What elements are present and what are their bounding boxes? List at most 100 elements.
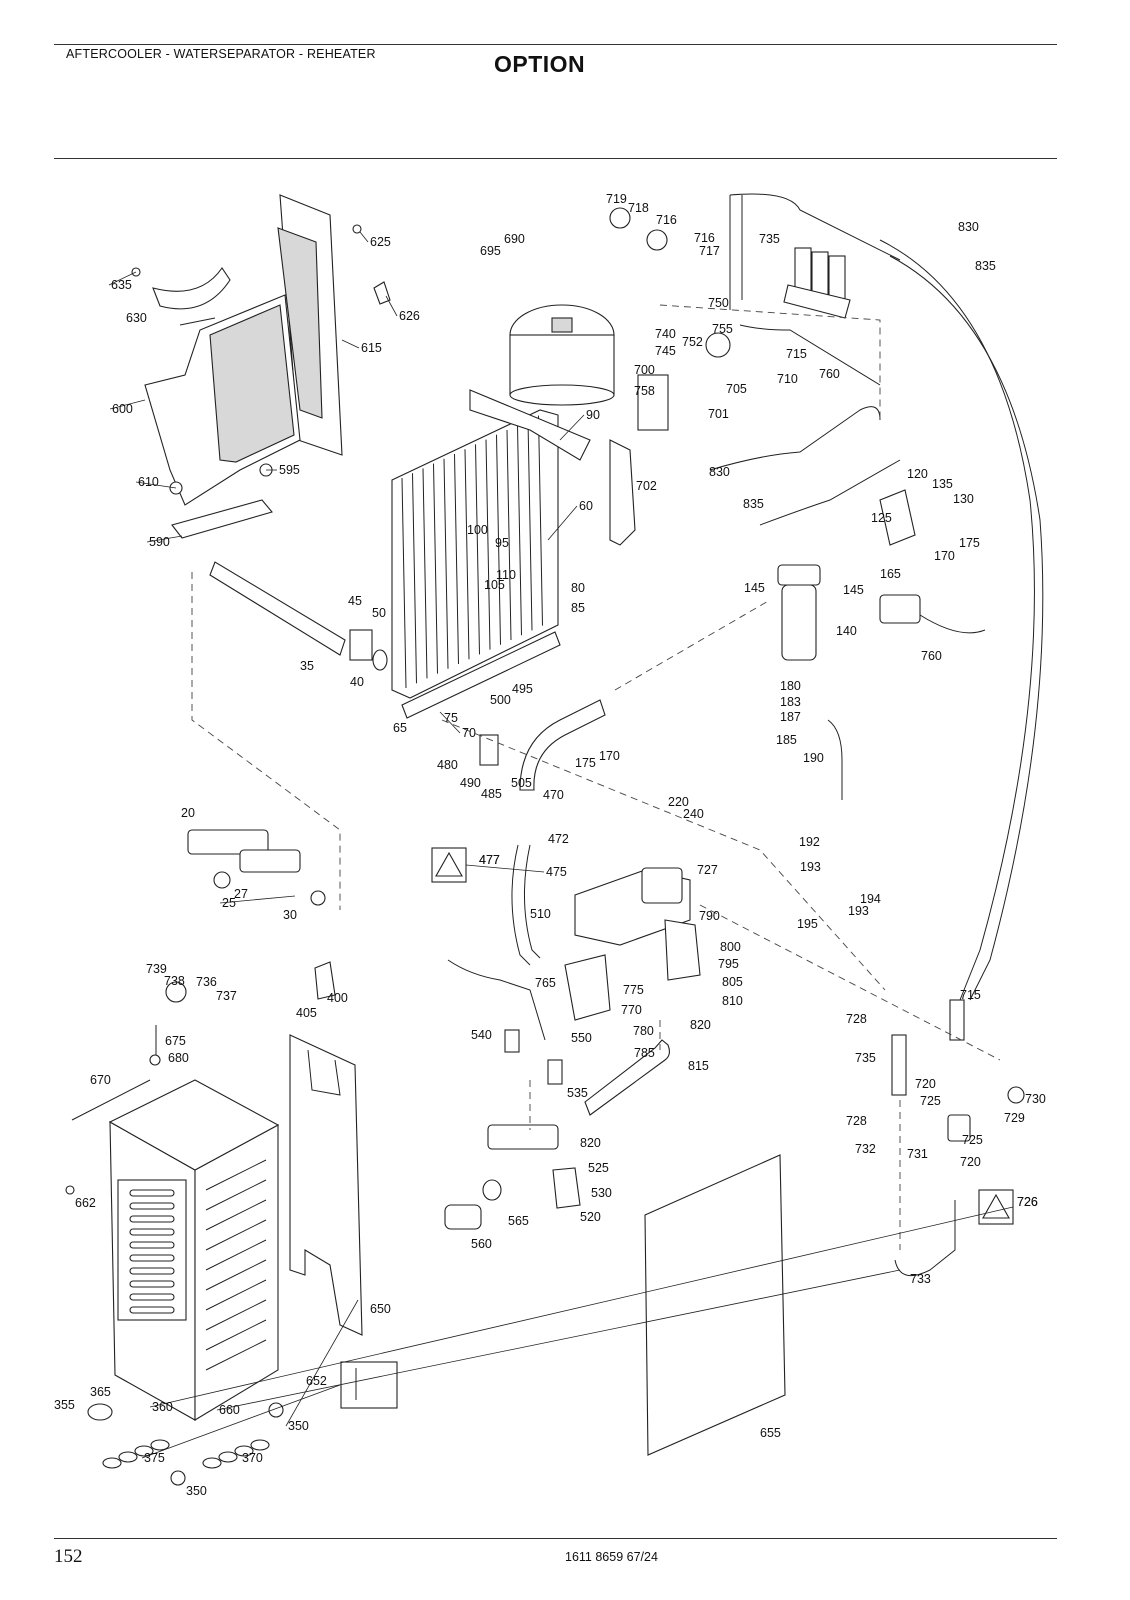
callout-label: 194 <box>860 892 881 906</box>
bracket-765 <box>564 954 611 1021</box>
callout-label: 729 <box>1004 1111 1025 1125</box>
callout-label: 405 <box>296 1006 317 1020</box>
callout-label: 835 <box>743 497 764 511</box>
callout-label: 350 <box>288 1419 309 1433</box>
filter-housing-140 <box>777 564 821 661</box>
callout-label: 815 <box>688 1059 709 1073</box>
callout-leader <box>219 895 296 904</box>
pipe-733 <box>894 1200 956 1277</box>
callout-label: 670 <box>90 1073 111 1087</box>
shackle-350b <box>268 1402 284 1418</box>
callout-label: 760 <box>819 367 840 381</box>
callout-label: 835 <box>975 259 996 273</box>
callout-label: 726 <box>1017 1195 1038 1209</box>
callout-label: 60 <box>579 499 593 513</box>
callout-label: 30 <box>283 908 297 922</box>
callout-leader <box>285 1299 359 1427</box>
flange-755 <box>705 332 731 358</box>
callout-label: 175 <box>575 756 596 770</box>
callout-label: 193 <box>800 860 821 874</box>
callout-label: 565 <box>508 1214 529 1228</box>
page-number: 152 <box>54 1546 83 1567</box>
callout-label: 477 <box>479 853 500 867</box>
callout-label: 190 <box>803 751 824 765</box>
callout-label: 680 <box>168 1051 189 1065</box>
callout-label: 719 <box>606 192 627 206</box>
pipe-35 <box>209 561 346 656</box>
callout-label: 75 <box>444 711 458 725</box>
assembly-line-drain <box>529 1020 661 1130</box>
callout-label: 110 <box>496 568 516 582</box>
callout-label: 505 <box>511 776 532 790</box>
pipe-715-lower <box>949 999 965 1041</box>
flange-35 <box>349 629 373 661</box>
callout-label: 737 <box>216 989 237 1003</box>
enclosure-660 <box>108 1079 280 1421</box>
callout-leader <box>146 535 183 543</box>
callout-leader <box>141 1384 341 1459</box>
callout-label: 477 <box>479 853 500 867</box>
callout-label: 400 <box>327 991 348 1005</box>
callout-label: 630 <box>126 311 147 325</box>
callout-label: 755 <box>712 322 733 336</box>
callout-label: 45 <box>348 594 362 608</box>
callout-label: 370 <box>242 1451 263 1465</box>
callout-label: 735 <box>855 1051 876 1065</box>
callout-leader <box>135 481 177 489</box>
bracket-400 <box>314 961 336 1000</box>
callout-label: 145 <box>843 583 864 597</box>
callout-label: 560 <box>471 1237 492 1251</box>
clamp-736 <box>165 981 187 1003</box>
hose-830 <box>879 239 1035 1001</box>
callout-label: 70 <box>462 726 476 740</box>
callout-label: 730 <box>1025 1092 1046 1106</box>
callout-label: 165 <box>880 567 901 581</box>
callout-label: 715 <box>786 347 807 361</box>
callout-leader <box>341 339 360 349</box>
callout-label: 830 <box>958 220 979 234</box>
ball-valve-560 <box>444 1204 482 1230</box>
callout-label: 50 <box>372 606 386 620</box>
callout-label: 520 <box>580 1210 601 1224</box>
callout-label: 475 <box>546 865 567 879</box>
callout-label: 480 <box>437 758 458 772</box>
callout-label: 90 <box>586 408 600 422</box>
callout-label: 820 <box>690 1018 711 1032</box>
callout-label: 375 <box>144 1451 165 1465</box>
callout-label: 125 <box>871 511 892 525</box>
callout-label: 595 <box>279 463 300 477</box>
callout-label: 170 <box>934 549 955 563</box>
callout-leader <box>109 399 146 410</box>
callout-label: 500 <box>490 693 511 707</box>
callout-label: 726 <box>1017 1195 1038 1209</box>
separator-bracket <box>609 439 636 546</box>
plate-590 <box>171 499 273 539</box>
callout-label: 183 <box>780 695 801 709</box>
solenoid-valve-bank <box>783 247 851 319</box>
switch-535 <box>547 1059 563 1085</box>
callout-label: 775 <box>623 983 644 997</box>
chain-370 <box>202 1439 270 1469</box>
callout-label: 590 <box>149 535 170 549</box>
callout-label: 760 <box>921 649 942 663</box>
eye-bolt-355 <box>87 1403 113 1421</box>
callout-label: 490 <box>460 776 481 790</box>
callout-label: 800 <box>720 940 741 954</box>
callout-label: 25 <box>222 896 236 910</box>
callout-label: 20 <box>181 806 195 820</box>
frame-cutout <box>307 1049 341 1096</box>
washer-565 <box>482 1179 502 1201</box>
callout-label: 810 <box>722 994 743 1008</box>
manifold-20 <box>187 829 326 906</box>
callout-label: 510 <box>530 907 551 921</box>
callout-label: 350 <box>186 1484 207 1498</box>
callout-label: 727 <box>697 863 718 877</box>
callout-label: 355 <box>54 1398 75 1412</box>
gasket-40 <box>372 649 388 671</box>
callout-label: 701 <box>708 407 729 421</box>
callout-label: 710 <box>777 372 798 386</box>
callout-label: 720 <box>915 1077 936 1091</box>
callout-label: 360 <box>152 1400 173 1414</box>
callout-label: 525 <box>588 1161 609 1175</box>
callout-label: 690 <box>504 232 525 246</box>
